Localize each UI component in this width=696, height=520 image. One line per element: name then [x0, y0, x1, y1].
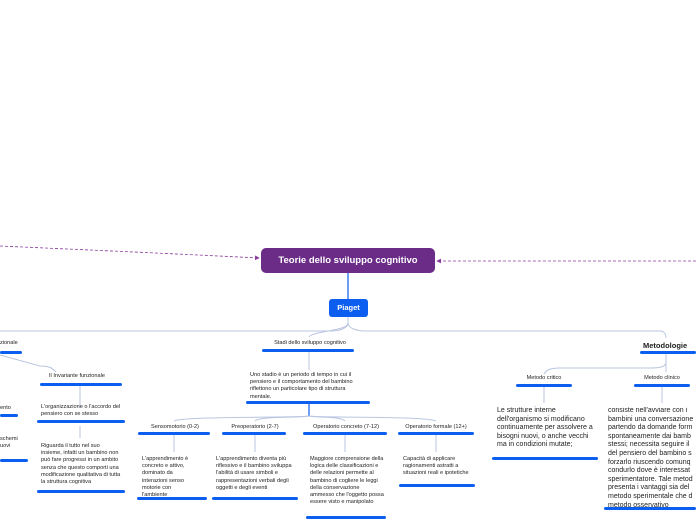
stage-sensomotorio-desc[interactable]: L'apprendimento è concreto e attivo, dom…: [142, 456, 189, 499]
left-branch-topic[interactable]: zionale: [0, 340, 18, 346]
stage-operatorio-concreto-desc[interactable]: Maggiore comprensione della logica delle…: [310, 456, 384, 506]
stage-operatorio-formale-underline: [398, 432, 474, 435]
piaget-topic[interactable]: Piaget: [329, 299, 368, 317]
metodo-critico-desc[interactable]: Le strutture interne dell'organismo si m…: [497, 407, 593, 449]
stadi-description-underline: [246, 401, 370, 404]
fragment-text-1[interactable]: ento: [0, 405, 11, 411]
stage-operatorio-concreto-desc-underline: [306, 516, 386, 519]
stage-sensomotorio[interactable]: Sensomotorio (0-2): [151, 424, 199, 430]
riguarda-underline: [37, 490, 125, 493]
organizzazione-underline: [37, 420, 125, 423]
stage-operatorio-formale[interactable]: Operatorio formale (12+): [405, 424, 467, 430]
invariante-underline: [40, 383, 122, 386]
fragment-underline-1: [0, 414, 18, 417]
metodo-clinico-desc[interactable]: consiste nell'avviare con i bambini una …: [608, 407, 694, 509]
stadi-underline: [262, 349, 354, 352]
fragment-text-2-line1: schemi: [0, 436, 18, 442]
stage-operatorio-formale-desc[interactable]: Capacità di applicare ragionamenti astra…: [403, 456, 469, 477]
stage-operatorio-concreto-underline: [303, 432, 387, 435]
metodo-critico-underline: [516, 384, 572, 387]
stage-operatorio-concreto[interactable]: Operatorio concreto (7-12): [313, 424, 379, 430]
metodologie-topic[interactable]: Metodologie: [643, 341, 688, 350]
organizzazione-text[interactable]: L'organizzazione o l'accordo del pensier…: [41, 404, 121, 418]
stage-preoperatorio-desc-underline: [212, 497, 298, 500]
metodo-critico-topic[interactable]: Metodo critico: [526, 375, 562, 381]
left-branch-underline: [0, 351, 22, 354]
riguarda-text[interactable]: Riguarda il tutto nel suo insieme, infat…: [41, 443, 121, 486]
fragment-text-2[interactable]: schemi uovi: [0, 436, 24, 450]
metodo-critico-desc-underline: [492, 457, 598, 460]
stage-operatorio-formale-desc-underline: [399, 484, 475, 487]
fragment-text-2-line2: uovi: [0, 443, 11, 450]
stage-preoperatorio-underline: [222, 432, 286, 435]
root-topic[interactable]: Teorie dello sviluppo cognitivo: [261, 248, 435, 273]
stadi-topic[interactable]: Stadi dello sviluppo cognitivo: [274, 340, 346, 346]
metodologie-underline: [640, 351, 696, 354]
fragment-underline-2: [0, 459, 28, 462]
stage-preoperatorio-desc[interactable]: L'apprendimento diventa più riflessivo e…: [216, 456, 292, 491]
stadi-description[interactable]: Uno stadio è un periodo di tempo in cui …: [250, 372, 353, 400]
stage-sensomotorio-desc-underline: [137, 497, 207, 500]
invariante-topic[interactable]: Il Invariante funzionale: [49, 373, 105, 379]
metodo-clinico-topic[interactable]: Metodo clinico: [644, 375, 680, 381]
metodo-clinico-desc-underline: [604, 507, 696, 510]
metodo-clinico-underline: [634, 384, 690, 387]
stage-preoperatorio[interactable]: Preoperatorio (2-7): [231, 424, 279, 430]
stage-sensomotorio-underline: [138, 432, 210, 435]
